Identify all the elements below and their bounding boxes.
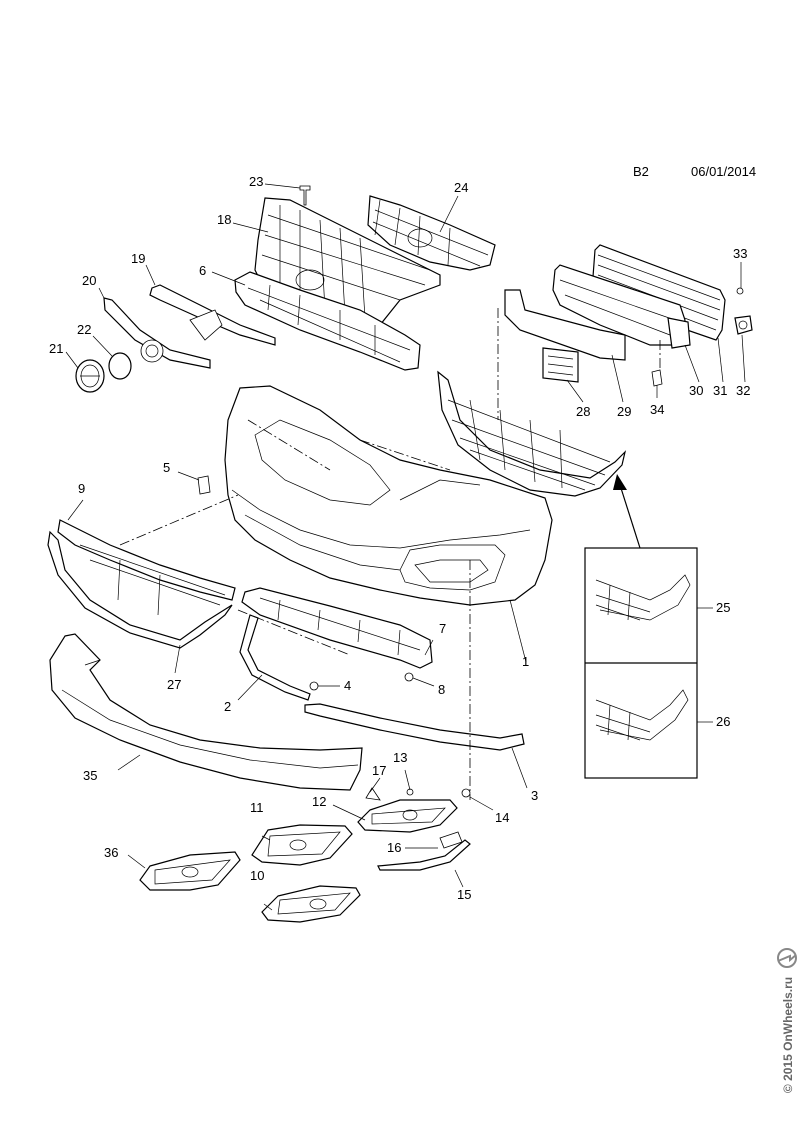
- part-3-long-strip: [304, 703, 525, 751]
- callout-9: 9: [78, 481, 85, 496]
- callout-16: 16: [387, 840, 401, 855]
- callout-31: 31: [713, 383, 727, 398]
- callout-11: 11: [250, 800, 264, 815]
- part-23-screw: [299, 185, 311, 206]
- callout-27: 27: [167, 677, 181, 692]
- part-9-trim: [57, 519, 236, 601]
- callout-1: 1: [522, 654, 529, 669]
- callout-21: 21: [49, 341, 63, 356]
- callout-7: 7: [439, 621, 446, 636]
- callout-15: 15: [457, 887, 471, 902]
- copyright-text: © 2015 OnWheels.ru: [781, 976, 795, 1094]
- part-33-screw: [736, 287, 744, 295]
- part-20-chrome-strip: [103, 297, 211, 369]
- callout-labels: 1 2 3 4 5 6 7 8 9 10 11 12 13 14 15 16 1…: [49, 174, 750, 902]
- callout-12: 12: [312, 794, 326, 809]
- part-2-lower-strip: [239, 614, 311, 701]
- callout-14: 14: [495, 810, 509, 825]
- pointer-arrow: [613, 474, 641, 549]
- callout-19: 19: [131, 251, 145, 266]
- part-8-clip: [404, 672, 414, 682]
- callout-18: 18: [217, 212, 231, 227]
- callout-29: 29: [617, 404, 631, 419]
- part-17-clip: [365, 787, 381, 801]
- part-21-emblem: [75, 359, 105, 393]
- diagram-date: 06/01/2014: [691, 164, 757, 179]
- callout-2: 2: [224, 699, 231, 714]
- callout-6: 6: [199, 263, 206, 278]
- detail-inset-box: [584, 547, 698, 779]
- part-19-chrome-strip: [149, 284, 276, 346]
- part-36-fog-bezel: [139, 851, 241, 891]
- part-12-fog-bezel: [357, 799, 458, 833]
- page-code: B2: [633, 164, 649, 179]
- part-5-bracket: [197, 475, 211, 495]
- callout-5: 5: [163, 460, 170, 475]
- callout-32: 32: [736, 383, 750, 398]
- callout-20: 20: [82, 273, 96, 288]
- part-11-fog-bezel: [251, 824, 353, 866]
- callout-25: 25: [716, 600, 730, 615]
- callout-28: 28: [576, 404, 590, 419]
- part-35-lower-spoiler: [49, 633, 363, 791]
- callout-26: 26: [716, 714, 730, 729]
- callout-13: 13: [393, 750, 407, 765]
- part-7-undertray: [241, 587, 433, 669]
- callout-22: 22: [77, 322, 91, 337]
- part-lower-grille: [437, 370, 627, 497]
- part-24-grille-insert: [367, 195, 496, 271]
- part-30-actuator: [667, 317, 691, 349]
- part-4-clip: [309, 681, 319, 691]
- part-10-fog-bezel: [261, 885, 361, 923]
- leader-lines: [65, 183, 746, 911]
- callout-36: 36: [104, 845, 118, 860]
- part-34-clip: [651, 369, 663, 387]
- callout-34: 34: [650, 402, 664, 417]
- callout-10: 10: [250, 868, 264, 883]
- callout-33: 33: [733, 246, 747, 261]
- opel-logo-icon: [777, 948, 797, 968]
- callout-3: 3: [531, 788, 538, 803]
- part-22-emblem-cover: [108, 352, 132, 380]
- callout-30: 30: [689, 383, 703, 398]
- alignment-lines: [119, 308, 661, 800]
- part-1-front-bumper: [224, 385, 553, 606]
- part-6-bracket: [234, 271, 421, 371]
- callout-24: 24: [454, 180, 468, 195]
- callout-8: 8: [438, 682, 445, 697]
- part-15-trim-strip: [377, 839, 471, 871]
- part-29-seal-strip: [504, 289, 626, 361]
- part-16-trim-piece: [439, 831, 463, 849]
- part-27-trim: [47, 530, 233, 649]
- copyright-notice: © 2015 OnWheels.ru: [778, 945, 798, 1125]
- callout-23: 23: [249, 174, 263, 189]
- part-28-seal: [542, 347, 579, 383]
- callout-17: 17: [372, 763, 386, 778]
- callout-35: 35: [83, 768, 97, 783]
- callout-4: 4: [344, 678, 351, 693]
- part-32-connector: [734, 315, 753, 335]
- part-14-clip: [461, 788, 471, 798]
